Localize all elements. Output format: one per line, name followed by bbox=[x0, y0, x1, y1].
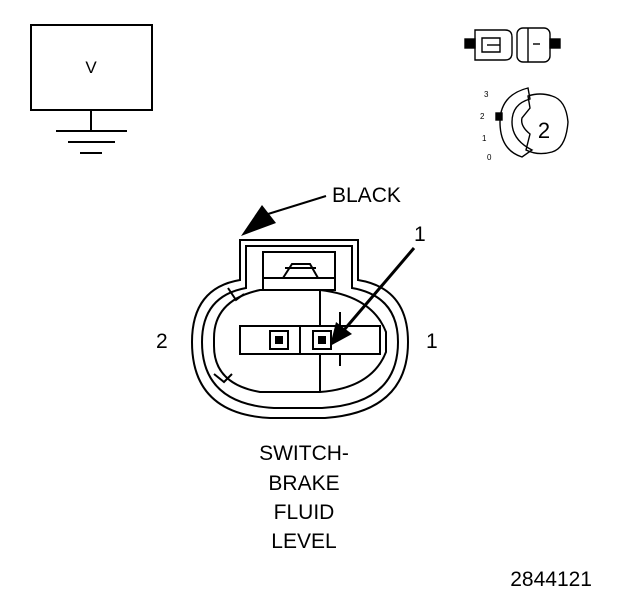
plug-stub-right bbox=[549, 38, 561, 49]
latch-ramp bbox=[282, 263, 319, 279]
figure-id: 2844121 bbox=[510, 568, 592, 591]
view-marker bbox=[495, 112, 503, 121]
tick-3: 3 bbox=[484, 90, 489, 99]
pin-left-label: 2 bbox=[156, 330, 168, 353]
connector-inner bbox=[200, 245, 400, 409]
pin-arrow bbox=[330, 247, 416, 346]
caption-line-1: SWITCH- bbox=[259, 442, 349, 465]
terminal-strip bbox=[239, 325, 381, 355]
view-ring bbox=[499, 87, 534, 158]
pin-right-label: 1 bbox=[426, 330, 438, 353]
plug-stub-left bbox=[464, 38, 476, 49]
caption-line-4: LEVEL bbox=[271, 530, 336, 553]
ground-icon bbox=[56, 110, 127, 154]
terminal-2 bbox=[269, 330, 289, 350]
terminal-cavity bbox=[213, 289, 387, 393]
connector-shell bbox=[190, 239, 410, 419]
color-label: BLACK bbox=[332, 184, 401, 207]
connector-view-icon bbox=[464, 27, 569, 158]
view-number: 2 bbox=[538, 118, 550, 143]
tick-2: 2 bbox=[480, 112, 485, 121]
pin-pointer-label: 1 bbox=[414, 223, 426, 246]
connector-body bbox=[190, 239, 410, 419]
tick-0: 0 bbox=[487, 153, 492, 162]
meter-label: V bbox=[85, 58, 97, 77]
latch-window bbox=[262, 251, 336, 291]
color-arrow bbox=[241, 195, 327, 236]
plug-body-right bbox=[516, 27, 551, 63]
caption-line-3: FLUID bbox=[274, 501, 335, 524]
tick-1: 1 bbox=[482, 134, 487, 143]
terminal-1 bbox=[312, 330, 332, 350]
view-key bbox=[520, 93, 569, 155]
caption-line-2: BRAKE bbox=[268, 472, 339, 495]
voltmeter-symbol: V bbox=[30, 24, 153, 154]
plug-body-left bbox=[474, 29, 513, 61]
